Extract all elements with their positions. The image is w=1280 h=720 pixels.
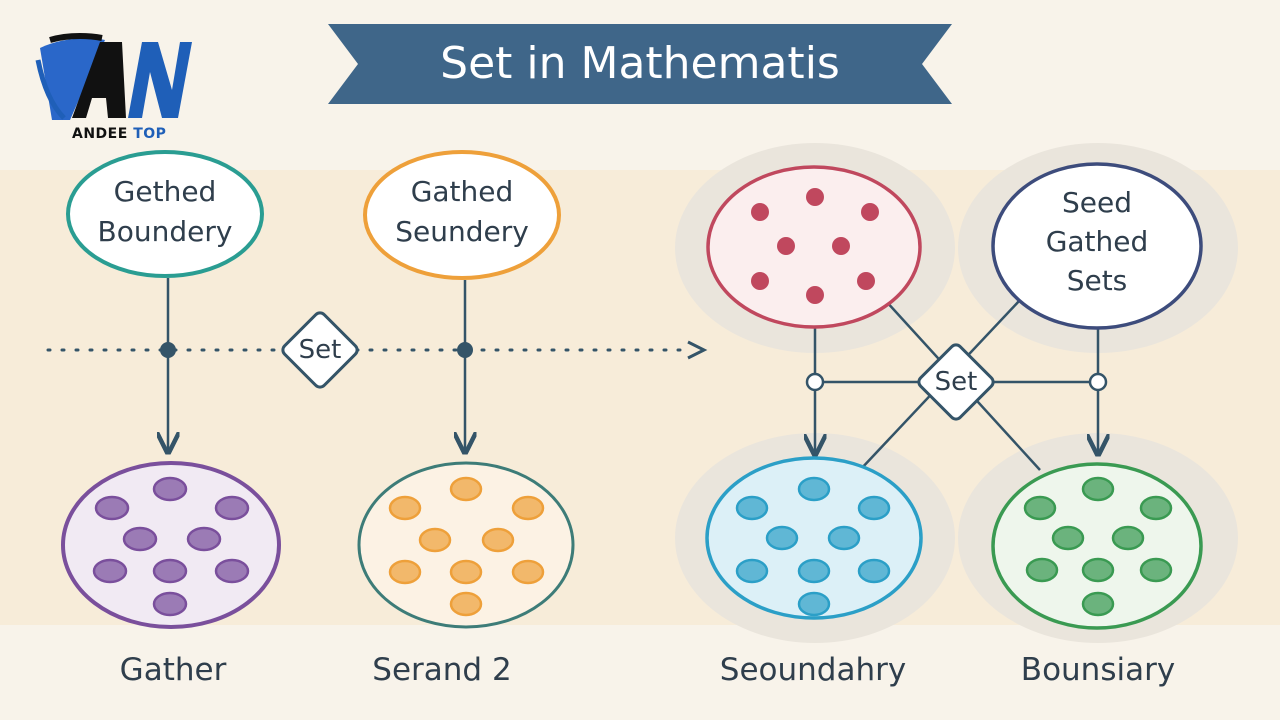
set-diamond-right [917, 343, 995, 421]
set-element [751, 203, 769, 221]
set-element [388, 495, 422, 521]
set-element [1111, 525, 1145, 551]
set-element [735, 495, 769, 521]
set-element [92, 558, 128, 584]
junction-node [457, 342, 473, 358]
set-element [1139, 495, 1173, 521]
set-element [827, 525, 861, 551]
oval-gathed-seundery [363, 150, 561, 280]
set-element [751, 272, 769, 290]
set-element [511, 559, 545, 585]
set-element [797, 476, 831, 502]
label-seed-gathed-sets: Seed Gathed Sets [1045, 186, 1149, 297]
label-gethed-boundery: Gethed Boundery [97, 175, 233, 248]
set-diamond-left [281, 311, 359, 389]
oval-seed-gathed-sets [991, 162, 1203, 330]
set-element [1081, 557, 1115, 583]
set-element [777, 237, 795, 255]
caption-seoundahry: Seoundahry [719, 652, 907, 688]
set-element [449, 591, 483, 617]
set-element [449, 559, 483, 585]
set-element [388, 559, 422, 585]
set-element [797, 591, 831, 617]
set-element [152, 476, 188, 502]
banner-title: Set in Mathematis [440, 38, 840, 89]
logo-icon [35, 33, 192, 120]
set-element [214, 558, 250, 584]
oval-gethed-boundery [66, 150, 264, 278]
arrow-right-icon [687, 340, 708, 360]
label-set-right: Set [934, 367, 978, 397]
set-element [797, 558, 831, 584]
caption-bounsiary: Bounsiary [1020, 652, 1176, 688]
set-element [1081, 591, 1115, 617]
set-element [735, 558, 769, 584]
set-element [214, 495, 250, 521]
set-element [857, 495, 891, 521]
set-element [418, 527, 452, 553]
junction-node [1088, 372, 1108, 392]
label-set-left: Set [298, 335, 342, 365]
set-element [94, 495, 130, 521]
set-element [806, 188, 824, 206]
set-element [449, 476, 483, 502]
logo-name-part2: TOP [133, 126, 167, 142]
set-element [1051, 525, 1085, 551]
set-element [832, 237, 850, 255]
logo-name-part1: ANDEE [72, 126, 128, 142]
set-element [186, 526, 222, 552]
set-element [511, 495, 545, 521]
set-element [806, 286, 824, 304]
junction-node [160, 342, 176, 358]
junction-node [805, 372, 825, 392]
set-element [857, 272, 875, 290]
set-element [152, 591, 188, 617]
set-element [122, 526, 158, 552]
title-banner [328, 24, 952, 104]
label-gathed-seundery: Gathed Seundery [395, 175, 529, 248]
logo-wordmark: ANDEE TOP [72, 126, 166, 142]
set-element [1081, 476, 1115, 502]
caption-gather: Gather [119, 652, 227, 688]
set-element [857, 558, 891, 584]
set-element [1023, 495, 1057, 521]
set-element [1139, 557, 1173, 583]
set-element [1025, 557, 1059, 583]
set-element [861, 203, 879, 221]
set-element [765, 525, 799, 551]
set-element [481, 527, 515, 553]
caption-serand: Serand 2 [372, 652, 512, 688]
set-element [152, 558, 188, 584]
